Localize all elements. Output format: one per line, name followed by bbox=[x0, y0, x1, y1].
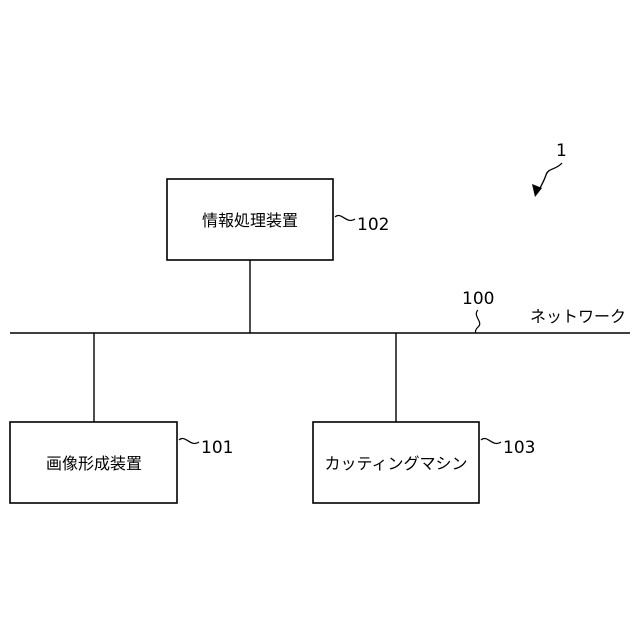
node-ref-leader bbox=[179, 438, 199, 443]
node-ref-leader bbox=[335, 215, 355, 220]
network-ref-leader bbox=[476, 310, 480, 333]
node-label: カッティングマシン bbox=[324, 454, 467, 473]
node-ref-number: 102 bbox=[357, 215, 389, 235]
network-ref-number: 100 bbox=[462, 289, 494, 309]
system-ref-leader bbox=[538, 163, 562, 192]
node-label: 情報処理装置 bbox=[202, 211, 298, 230]
node-label: 画像形成装置 bbox=[46, 454, 142, 473]
node-cutting-machine: カッティングマシン 103 bbox=[313, 422, 535, 503]
node-ref-number: 101 bbox=[201, 438, 233, 458]
network-label: ネットワーク bbox=[530, 307, 626, 326]
node-ref-leader bbox=[481, 438, 501, 443]
node-ref-number: 103 bbox=[503, 438, 535, 458]
node-image-forming-device: 画像形成装置 101 bbox=[10, 422, 233, 503]
system-ref-number: 1 bbox=[556, 141, 567, 161]
node-information-processing-device: 情報処理装置 102 bbox=[167, 179, 389, 260]
